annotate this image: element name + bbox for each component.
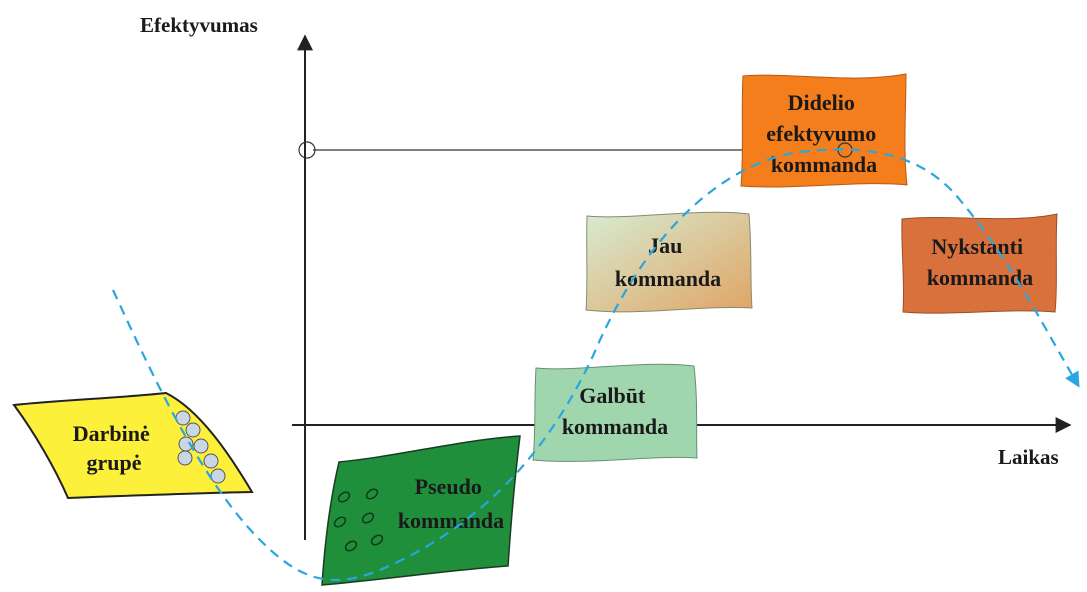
- stage-shape-pseudo-kommanda: [321, 435, 521, 586]
- member-oval: [361, 512, 375, 524]
- member-circle: [175, 410, 191, 426]
- performance-curve: [112, 148, 1080, 582]
- member-circle: [193, 438, 209, 454]
- y-axis-label: Efektyvumas: [140, 13, 258, 37]
- member-circle: [210, 468, 226, 484]
- member-oval: [333, 516, 347, 528]
- stage-shape-nykstanti-kommanda: [901, 213, 1058, 314]
- peak-axis-marker: [298, 141, 316, 159]
- x-axis-label: Laikas: [998, 445, 1059, 469]
- member-oval: [365, 488, 379, 500]
- stage-shape-galbut-kommanda: [532, 363, 698, 462]
- member-circle: [185, 422, 201, 438]
- member-circle: [177, 450, 193, 466]
- member-oval: [370, 534, 384, 546]
- stage-shape-darbine-grupe: [12, 391, 254, 500]
- stage-shape-jau-kommanda: [585, 211, 753, 313]
- stage-shape-didelio-efektyvumo-kommanda: [740, 73, 908, 188]
- member-circles: [175, 410, 226, 484]
- pseudo-members: [333, 488, 384, 552]
- stage-label-galbut-kommanda: Galbūt kommanda: [562, 383, 668, 439]
- stage-label-nykstanti-kommanda: Nykstanti kommanda: [927, 234, 1033, 290]
- stage-label-didelio-efektyvumo-kommanda: Didelio efektyvumo kommanda: [766, 90, 881, 177]
- member-circle: [203, 453, 219, 469]
- stage-label-pseudo-kommanda: Pseudo kommanda: [398, 474, 504, 533]
- member-oval: [344, 540, 358, 552]
- member-oval: [337, 491, 351, 503]
- stage-label-darbine-grupe: Darbinė grupė: [73, 421, 156, 475]
